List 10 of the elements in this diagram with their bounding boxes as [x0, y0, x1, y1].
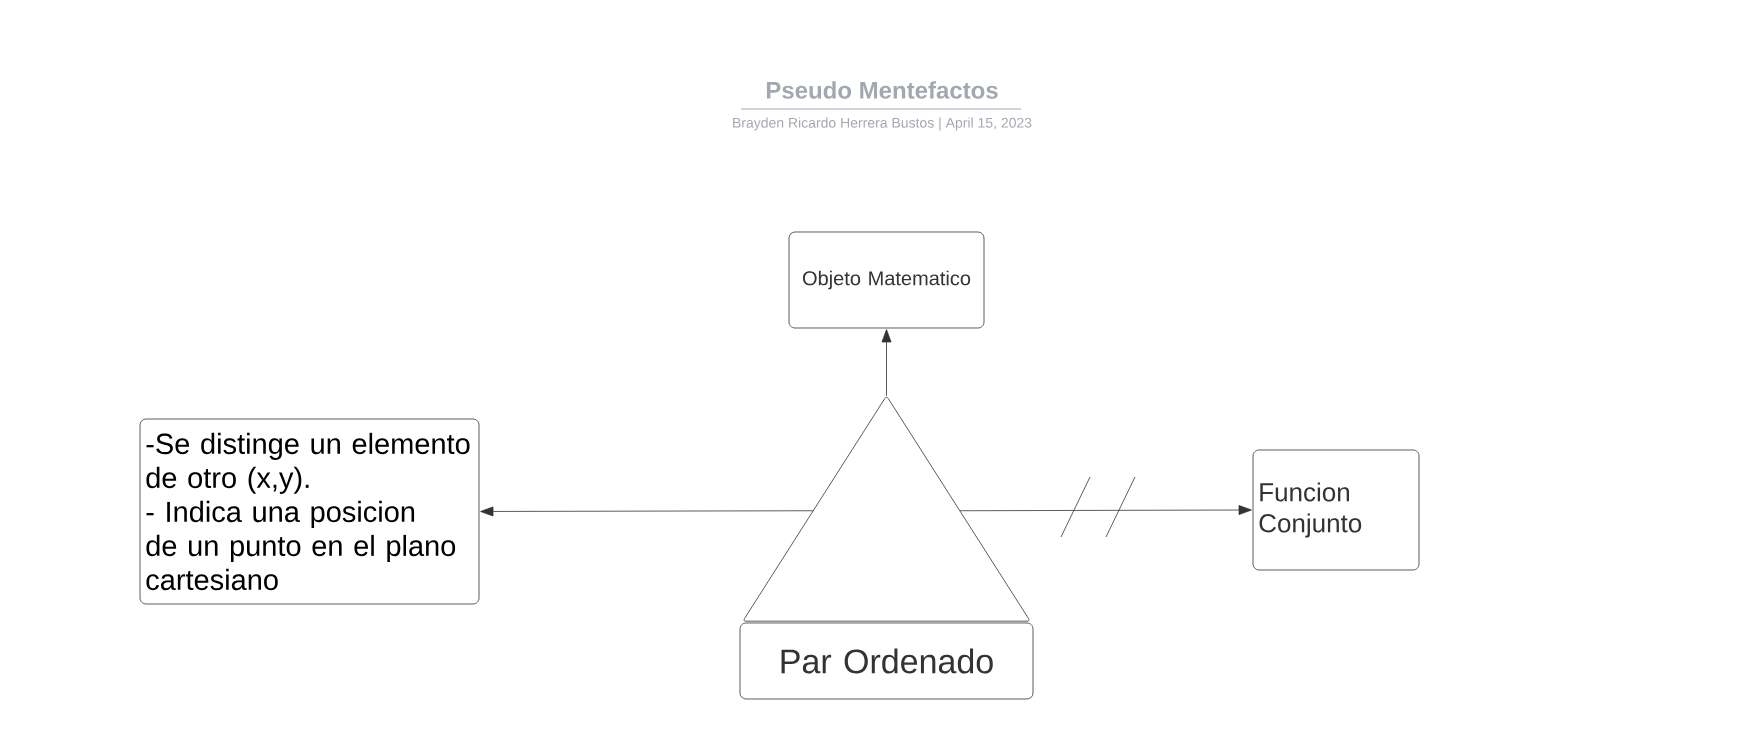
arrow [480, 506, 814, 517]
triangle [743, 396, 1030, 622]
title-box: Par Ordenado [739, 622, 1034, 700]
note-box: -Se distinge un elemento de otro (x,y). - Indica una posicion de un punto en el plano cartesiano [139, 418, 480, 605]
concept-box: Funcion Conjunto [1252, 449, 1420, 571]
arrow [881, 329, 892, 397]
concept-box: Objeto Matematico [788, 231, 985, 329]
title: Pseudo Mentefactos [766, 81, 998, 99]
byline: Brayden Ricardo Herrera Bustos | April 15, 2023 [733, 117, 1032, 131]
arrow [959, 505, 1252, 515]
